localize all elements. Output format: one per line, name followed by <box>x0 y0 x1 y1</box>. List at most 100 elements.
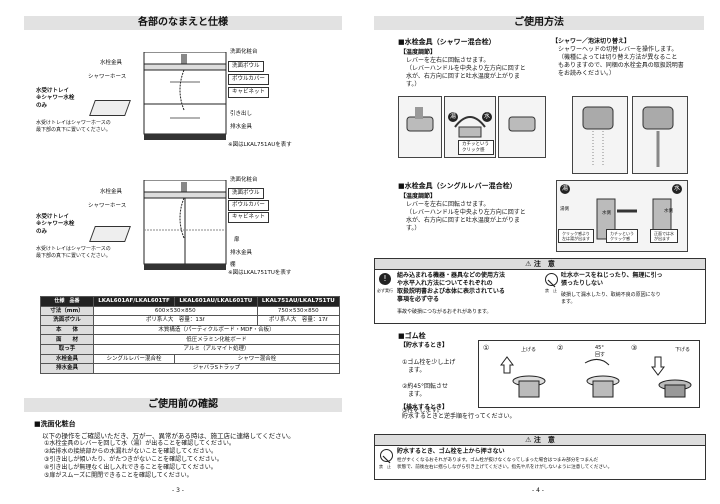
tray-note-2: 水受けトレイはシャワーホースの 最下部の真下に置いてください。 <box>36 246 111 259</box>
caution-2-text: 吐水ホースをねじったり、無理に引っ 張ったりしない <box>561 272 663 287</box>
label-cabinet-2: キャビネット <box>228 212 270 223</box>
page-number-left: - 3 - <box>172 487 184 494</box>
list-item: ③引き出しが傾いたり、がたつきがないことを確認してください。 <box>44 456 223 463</box>
label-drain-2: 排水金具 <box>230 250 253 256</box>
single-temp-text: レバーを左右に回転させます。 （レバーハンドルを中央より左方向に回すと 水が、右… <box>406 201 526 232</box>
list-item: ⑤扉がスムーズに開閉できることを確認してください。 <box>44 472 193 479</box>
list-item: ①水栓金具のレバーを回して水（湯）が出ることを確認してください。 <box>44 440 235 447</box>
tray-shape-2 <box>89 226 131 242</box>
label-vanity-2: 洗面化粧台 <box>230 177 258 183</box>
label-drain-1: 排水金具 <box>230 124 253 130</box>
shower-photo-1 <box>398 96 442 158</box>
label-faucet-2: 水栓金具 <box>100 189 123 195</box>
precheck-intro: 以下の操作をご確認いただき、万が一、異常がある時は、施工店に連絡してください。 <box>42 432 295 440</box>
prohibit-label: 禁 止 <box>545 288 557 293</box>
tray-note-1: 水受けトレイはシャワーホースの 最下部の真下に置いてください。 <box>36 120 111 133</box>
table-row: 水栓金具 シングルレバー混合栓 シャワー混合栓 <box>40 353 340 365</box>
single-note-3: 正面では水 が出ます <box>650 229 678 243</box>
section-title-parts: 各部のなまえと仕様 <box>24 16 342 30</box>
caution-3-text: 貯水するとき、ゴム栓を上から押さない <box>397 448 505 455</box>
single-note-2: カチッという クリック感 <box>606 229 638 243</box>
list-item: ④引き出しが無理なく出し入れできることを確認してください。 <box>44 464 217 471</box>
caption-fig-2: ※図はLKAL751TUを表す <box>228 270 292 276</box>
caution-title-2: ⚠ 注 意 <box>375 435 705 446</box>
single-cold-side: 水側 <box>602 211 611 216</box>
prohibit-label-2: 禁 止 <box>379 464 391 469</box>
shower-photo-5 <box>632 96 688 174</box>
caution-box-1: ⚠ 注 意 ! 必ず実行 組み込まれる機器・器具などの使用方法 や水平入れ方法に… <box>374 258 706 324</box>
label-bowl-2: 洗面ボウル <box>228 188 264 199</box>
table-row: 寸法（mm） 600×530×850 750×530×850 <box>40 305 341 317</box>
list-item: ②約45°回転させ ます。 <box>402 383 449 398</box>
label-tray-2: 水受けトレイ ※シャワー水栓 のみ <box>36 214 75 235</box>
table-row: 本 体 木質構造（パーティクルボード・MDF・合板） <box>40 324 340 336</box>
stopper-drain-title: 【排水するとき】 <box>400 404 449 411</box>
table-row: 洗面ボウル ポリ系人大 容量：13ℓ ポリ系人大 容量：17ℓ <box>40 315 341 326</box>
tray-shape-1 <box>89 100 131 116</box>
caution-2-sub: 破損して漏水したり、取納不良の原因になり ます。 <box>561 292 661 305</box>
label-door-2: 扉 <box>234 237 240 243</box>
shower-switch-title: 【シャワー／泡沫切り替え】 <box>552 38 631 45</box>
spec-corner: 仕様 品番 <box>40 296 94 307</box>
caution-1-sub: 事故や破損につながるおそれがあります。 <box>397 309 492 315</box>
shower-photo-3 <box>498 96 546 158</box>
shower-photo-4 <box>572 96 628 174</box>
single-heading: ■水栓金具（シングルレバー混合栓） <box>398 182 517 190</box>
label-faucet-1: 水栓金具 <box>100 60 123 66</box>
page-number-right: - 4 - <box>532 487 544 494</box>
spec-model-3: LKAL751AU/LKAL751TU <box>256 296 341 307</box>
prohibit-icon-2 <box>380 449 393 464</box>
list-item: ①ゴム栓を少し上げ ます。 <box>402 359 456 374</box>
section-title-usage: ご使用方法 <box>374 16 704 30</box>
section-title-precheck: ご使用前の確認 <box>24 398 342 412</box>
label-shelf-2: 棚 <box>230 262 236 268</box>
label-drawer-1: 引き出し <box>230 111 253 117</box>
spec-model-1: LKAL601AF/LKAL601TF <box>92 296 176 307</box>
spec-table: 仕様 品番 LKAL601AF/LKAL601TF LKAL601AU/LKAL… <box>40 296 341 374</box>
label-vanity-1: 洗面化粧台 <box>230 49 258 55</box>
single-note-1: クリック感より 左は湯が出ます <box>558 229 594 243</box>
single-hot-badge: 湯 <box>560 184 570 194</box>
stopper-heading: ■ゴム栓 <box>398 332 426 340</box>
label-tray-1: 水受けトレイ ※シャワー水栓 のみ <box>36 88 75 109</box>
vanity-figure-2 <box>140 179 230 275</box>
hot-badge: 湯 <box>448 112 458 122</box>
mandatory-icon: ! <box>379 273 391 285</box>
label-bowl-cover-2: ボウルカバー <box>228 200 269 211</box>
label-shower-hose-1: シャワーホース <box>88 74 127 80</box>
shower-temp-title: 【温度調節】 <box>400 49 437 56</box>
label-bowl-cover-1: ボウルカバー <box>228 74 269 85</box>
label-bowl-1: 洗面ボウル <box>228 61 264 72</box>
list-item: ③栓をします。 <box>402 407 443 414</box>
caution-3-sub: 栓がすくくなるおそれがあります。ゴム栓が抜けなくなってしまった場合はつまみ部分を… <box>397 458 613 470</box>
precheck-list: ①水栓金具のレバーを回して水（湯）が出ることを確認してください。 ②給排水の接続… <box>44 440 235 480</box>
cold-badge: 水 <box>482 112 492 122</box>
caution-box-2: ⚠ 注 意 禁 止 貯水するとき、ゴム栓を上から押さない 栓がすくくなるおそれが… <box>374 434 706 480</box>
page-left: 各部のなまえと仕様 水栓金具 シャワーホース 洗面化粧台 洗面ボウル ボウルカバ… <box>24 16 342 494</box>
table-row: 取っ手 アルミ（アルマイト処理） <box>40 343 340 355</box>
caution-title-1: ⚠ 注 意 <box>375 259 705 270</box>
page-right: ご使用方法 ■水栓金具（シャワー混合栓） 【温度調節】 レバーを左右に回転させま… <box>360 0 720 504</box>
caption-fig-1: ※図はLKAL751AUを表す <box>228 142 292 148</box>
list-item: ②給排水の接続部からの水漏れがないことを確認してください。 <box>44 448 218 455</box>
label-cabinet-1: キャビネット <box>228 87 270 98</box>
stopper-steps: ①ゴム栓を少し上げ ます。 ②約45°回転させ ます。 ③栓をします。 <box>402 351 482 423</box>
single-temp-title: 【温度調節】 <box>400 193 437 200</box>
shower-switch-text: シャワーヘッドの切替レバーを操作します。 （機種によっては切り替え方法が異なるこ… <box>558 46 684 77</box>
prohibit-icon <box>545 273 558 288</box>
stopper-store-title: 【貯水するとき】 <box>400 342 449 349</box>
spec-model-2: LKAL601AU/LKAL601TU <box>174 296 258 307</box>
label-shower-hose-2: シャワーホース <box>88 203 127 209</box>
table-row: 面 材 低圧メラミン化粧ボード <box>40 334 340 345</box>
stopper-figure: ① ② ③ 上げる 45° 回す 下げる <box>478 340 700 408</box>
mandatory-label: 必ず実行 <box>377 288 393 293</box>
precheck-heading: ■洗面化粧台 <box>34 420 76 428</box>
shower-heading: ■水栓金具（シャワー混合栓） <box>398 38 496 46</box>
table-row: 排水金具 ジャバラSトラップ <box>40 363 340 374</box>
single-hot-side: 湯側 <box>560 207 569 212</box>
click-label: カチッというクリック感 <box>458 140 494 155</box>
vanity-figure-1 <box>140 51 230 144</box>
single-cold-side-2: 水側 <box>664 209 673 214</box>
single-cold-badge: 水 <box>672 184 682 194</box>
stopper-drain-text: 貯水するときと逆手順を行ってください。 <box>402 413 516 420</box>
